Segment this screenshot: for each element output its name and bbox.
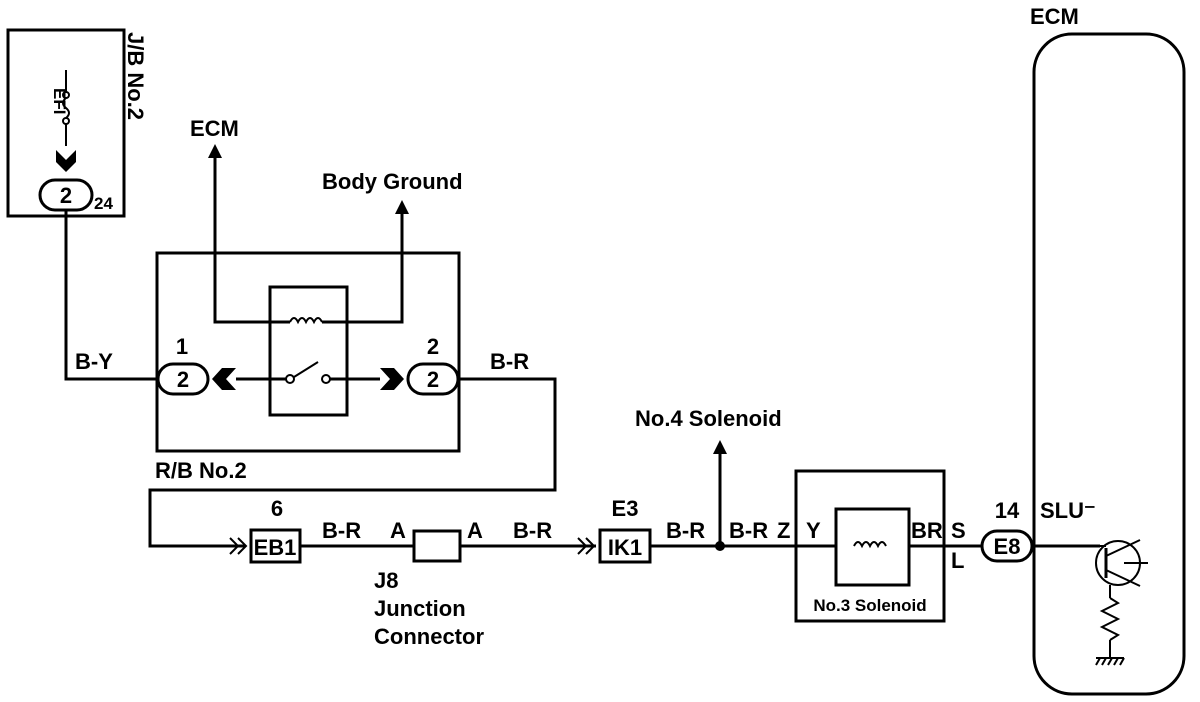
ecm-block: ECM SLU⁻ xyxy=(1030,4,1186,696)
wires xyxy=(64,144,1100,555)
connector-arrow-icon xyxy=(212,368,236,390)
efi-label: EFI xyxy=(50,88,69,114)
eb1-pin-number: 6 xyxy=(271,496,283,521)
connector-arrow-icon xyxy=(56,150,76,172)
wire-color-br-relay: B-R xyxy=(490,349,529,374)
pin-br: BR xyxy=(911,518,943,543)
no4-solenoid-label: No.4 Solenoid xyxy=(635,406,782,431)
jb-connector-pin: 2 xyxy=(60,183,72,208)
j8-pin-a-right: A xyxy=(467,518,483,543)
relay-pin2-conn: 2 xyxy=(427,367,439,392)
relay-body xyxy=(268,285,349,417)
efi-fuse: EFI xyxy=(50,70,70,146)
ecm-arrow-label: ECM xyxy=(190,116,239,141)
e8-pin-number: 14 xyxy=(995,498,1020,523)
ik1-connector xyxy=(598,528,652,564)
wire-color-l: L xyxy=(951,548,964,573)
wire-color-s: S xyxy=(951,518,966,543)
e3-label: E3 xyxy=(612,496,639,521)
connector-arrow-icon xyxy=(380,368,404,390)
j8-pin-a-left: A xyxy=(390,518,406,543)
no3-solenoid: Y BR No.3 Solenoid xyxy=(794,469,946,623)
no3-solenoid-label: No.3 Solenoid xyxy=(813,596,926,615)
wire-color-br-3: B-R xyxy=(666,518,705,543)
relay-switch-icon xyxy=(293,361,319,378)
solenoid-coil-icon xyxy=(853,541,887,549)
wire-color-br-2: B-R xyxy=(513,518,552,543)
arrow-up-icon xyxy=(208,144,222,158)
e8-label: E8 xyxy=(994,534,1021,559)
relay-pin2-number: 2 xyxy=(427,334,439,359)
j8-label: J8 xyxy=(374,568,398,593)
j8-junction-connector xyxy=(412,529,462,563)
arrow-up-icon xyxy=(713,440,727,454)
slu-label: SLU⁻ xyxy=(1040,498,1096,523)
relay-pin1-conn: 2 xyxy=(177,367,189,392)
relay-pin1-number: 1 xyxy=(176,334,188,359)
e8-connector xyxy=(980,529,1034,563)
arrow-up-icon xyxy=(395,200,409,214)
relay-coil-icon xyxy=(289,317,323,325)
rb-label: R/B No.2 xyxy=(155,458,247,483)
body-ground-label: Body Ground xyxy=(322,169,463,194)
pin-z: Z xyxy=(777,518,790,543)
junction-block-jb2: J/B No.2 EFI 2 24 xyxy=(6,28,148,218)
jb-label: J/B No.2 xyxy=(123,32,148,120)
wire-color-br-1: B-R xyxy=(322,518,361,543)
ik1-label: IK1 xyxy=(608,535,642,560)
jb-connector-number: 24 xyxy=(94,194,113,213)
relay-block-rb2: R/B No.2 1 2 2 2 xyxy=(155,251,461,483)
wire-color-by: B-Y xyxy=(75,349,113,374)
eb1-connector xyxy=(249,528,302,564)
connector-label: Connector xyxy=(374,624,484,649)
pin-y: Y xyxy=(806,518,821,543)
connector-chevron-icon xyxy=(229,537,248,555)
ecm-label: ECM xyxy=(1030,4,1079,29)
junction-label: Junction xyxy=(374,596,466,621)
resistor-icon xyxy=(1099,597,1121,641)
connector-chevron-icon xyxy=(577,537,596,555)
eb1-label: EB1 xyxy=(254,535,297,560)
wire-color-br-4: B-R xyxy=(729,518,768,543)
